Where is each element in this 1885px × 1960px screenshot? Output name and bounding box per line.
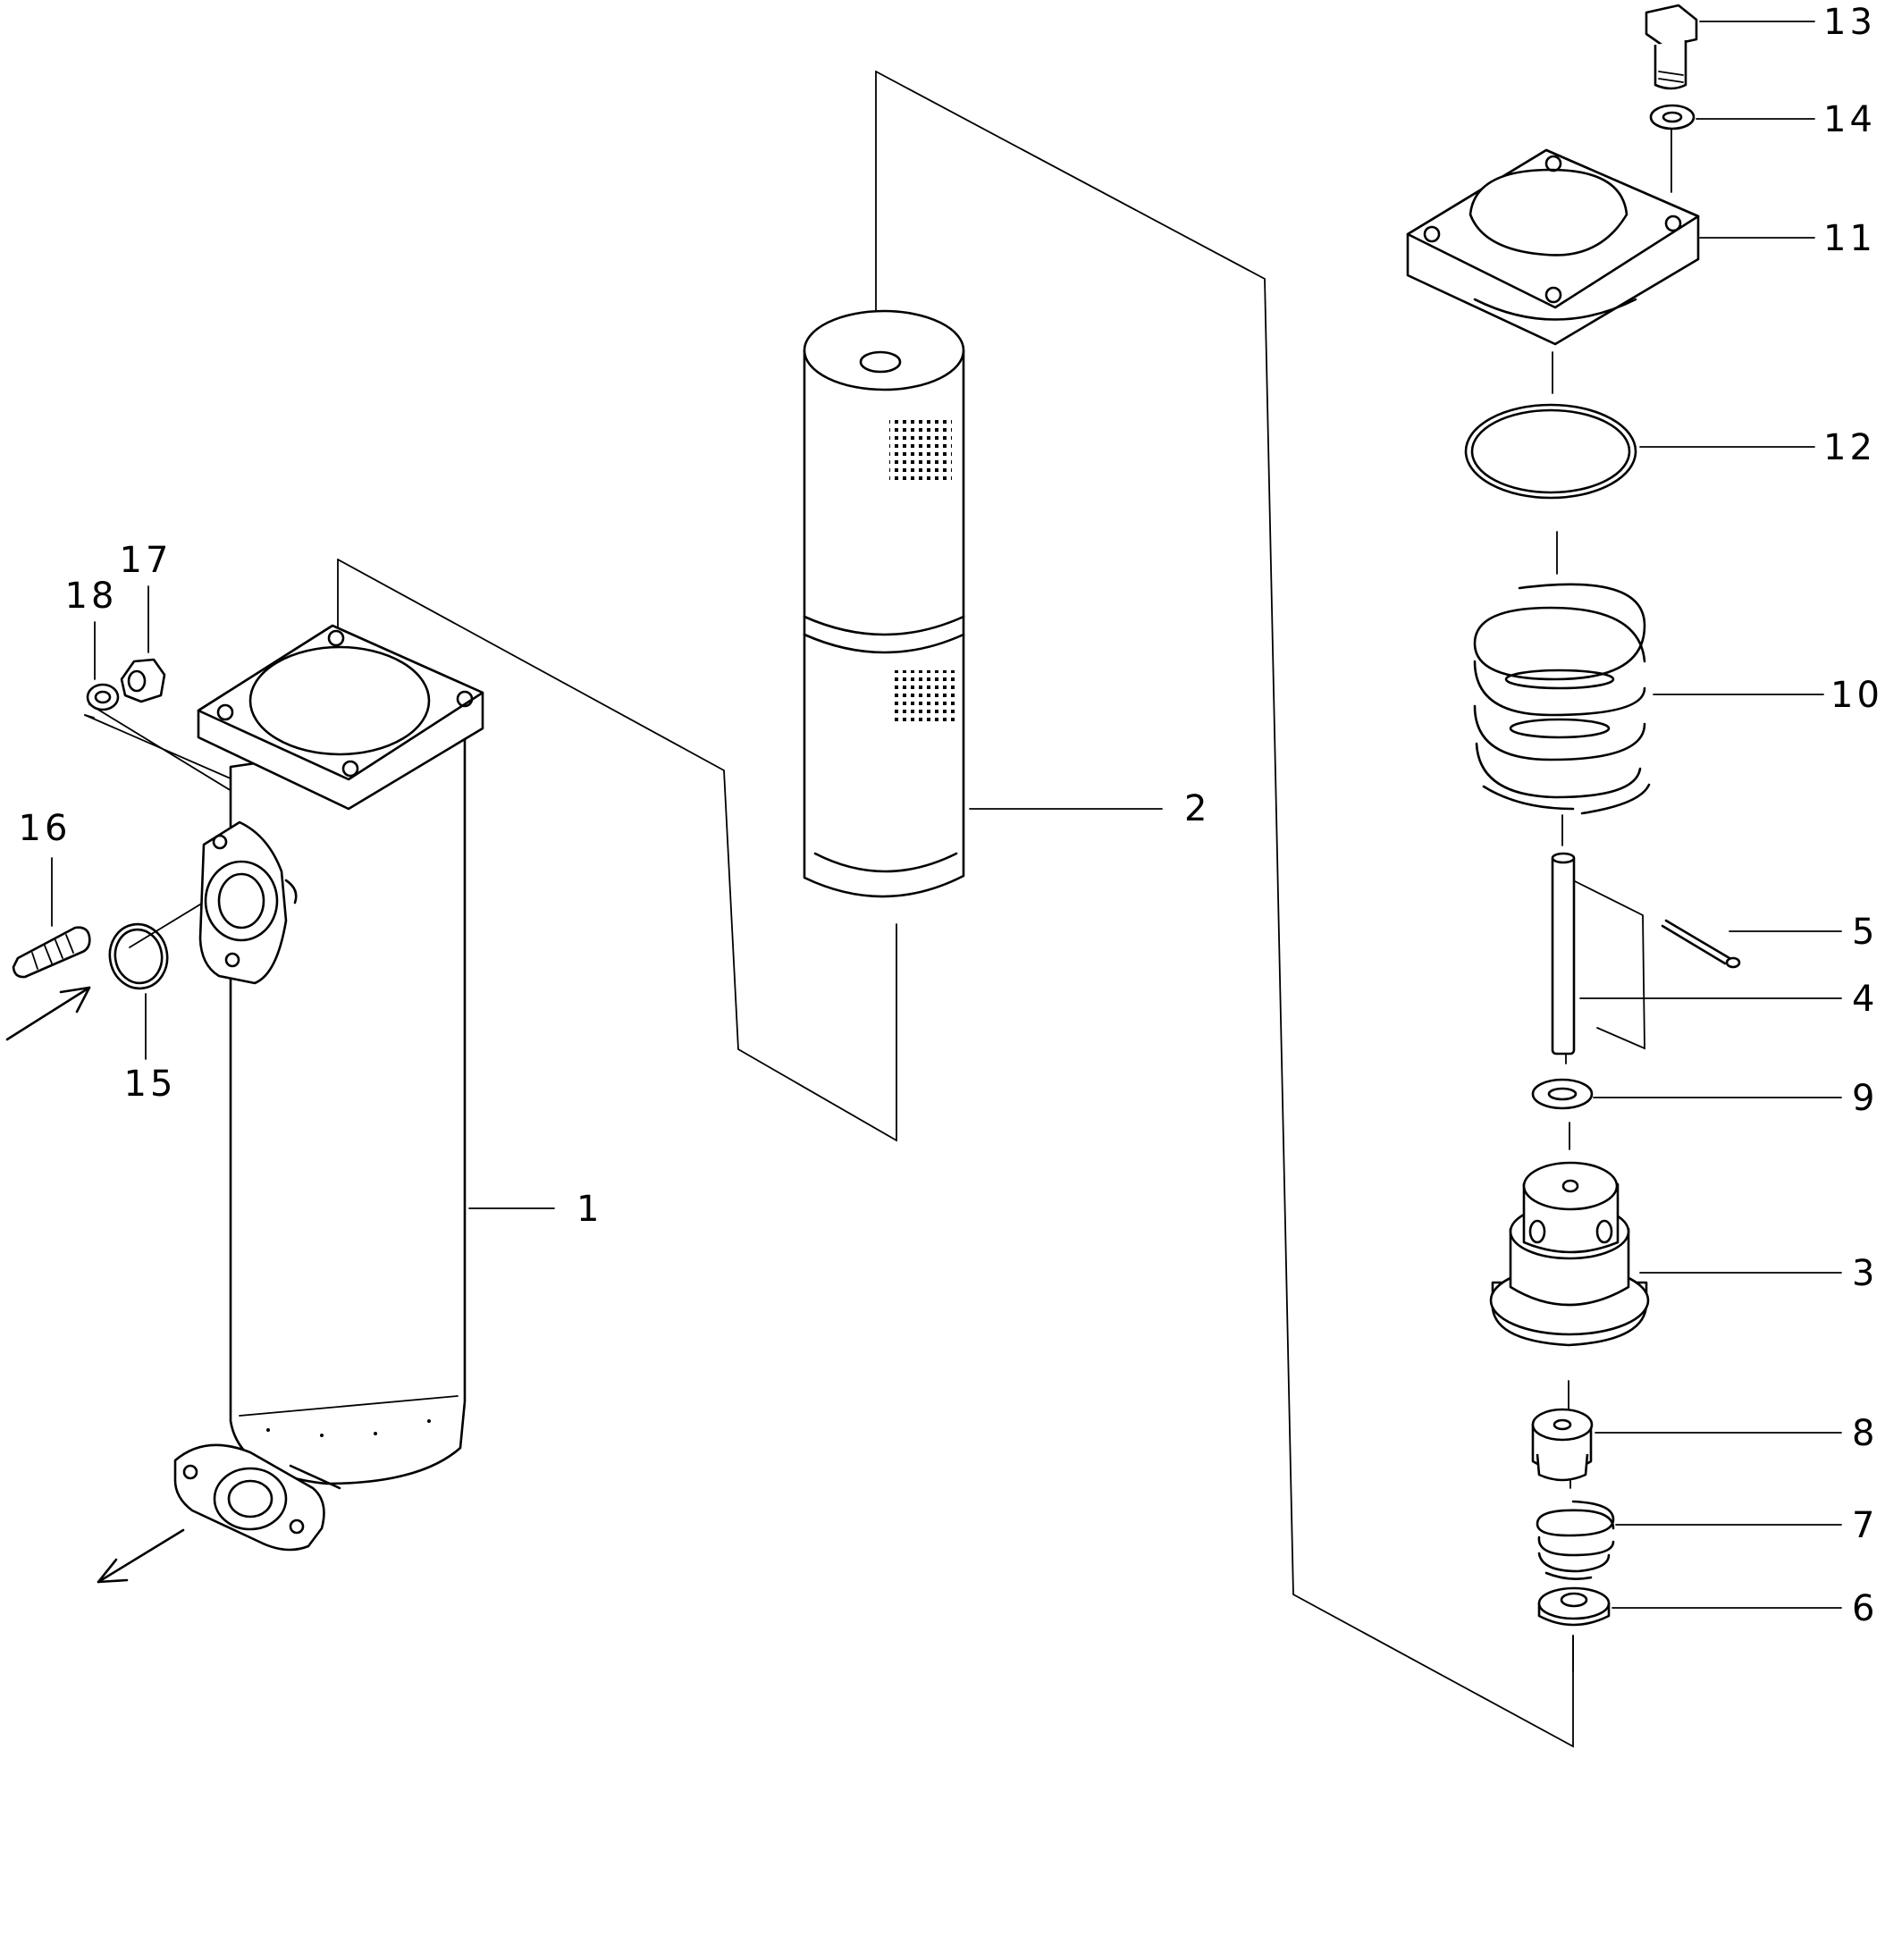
callout-numbers: 1 2 3 4 5 6 7 8 9 10 11 12 13 14 15 16 1… [19,2,1883,1629]
callout-4: 4 [1852,979,1878,1020]
callout-11: 11 [1823,218,1876,259]
callout-8: 8 [1852,1413,1878,1454]
callout-2: 2 [1184,788,1210,829]
bolt [1645,4,1698,90]
rod [1551,852,1576,1056]
callout-18: 18 [65,576,118,617]
housing [5,624,484,1584]
main-spring [1473,583,1651,815]
valve [1489,1161,1650,1347]
callout-13: 13 [1823,2,1876,43]
filter-element [803,309,965,898]
o-ring-large [1464,403,1637,500]
small-spring [1536,1500,1615,1580]
callout-14: 14 [1823,99,1876,140]
cover [1406,148,1700,346]
spring-seat [1537,1586,1611,1627]
callout-9: 9 [1852,1078,1878,1119]
callout-7: 7 [1852,1505,1878,1546]
perforation-pattern-lower [894,670,956,724]
perforation-pattern-upper [889,420,952,483]
callout-12: 12 [1823,427,1876,468]
callout-10: 10 [1830,675,1883,716]
lock-washer [1649,104,1696,130]
washer-small [1531,1078,1594,1110]
callout-17: 17 [120,540,173,581]
callout-3: 3 [1852,1253,1878,1294]
callout-15: 15 [124,1064,177,1105]
nut [120,658,166,703]
callout-5: 5 [1852,912,1878,953]
callout-16: 16 [19,808,72,849]
cotter-pin [1661,919,1741,969]
valve-seat [1531,1408,1594,1482]
o-ring-small [108,922,169,990]
callout-6: 6 [1852,1588,1878,1629]
callout-leader-lines [51,21,1842,1609]
stud [12,926,91,979]
callout-1: 1 [576,1189,602,1230]
spring-washer [86,683,120,711]
